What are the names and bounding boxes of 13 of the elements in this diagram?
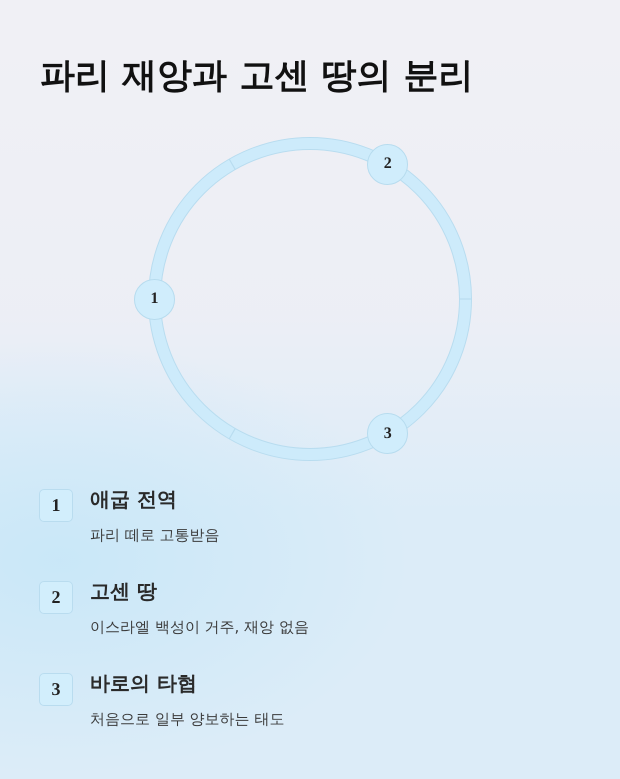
- step-number-tile: 3: [39, 673, 73, 706]
- step-number-circle: 2: [367, 144, 408, 185]
- step-heading: 애굽 전역: [90, 486, 177, 512]
- step-heading: 고센 땅: [90, 578, 157, 604]
- step-number-tile: 1: [39, 489, 73, 522]
- step-heading: 바로의 타협: [90, 670, 197, 696]
- step-description: 이스라엘 백성이 거주, 재앙 없음: [90, 617, 309, 637]
- title-heading: 파리 재앙과 고센 땅의 분리: [40, 55, 474, 98]
- step-description: 파리 떼로 고통받음: [90, 525, 220, 545]
- step-number-circle: 3: [367, 413, 408, 454]
- step-description: 처음으로 일부 양보하는 태도: [90, 709, 284, 729]
- step-number-tile: 2: [39, 581, 73, 614]
- step-number-circle: 1: [134, 278, 175, 320]
